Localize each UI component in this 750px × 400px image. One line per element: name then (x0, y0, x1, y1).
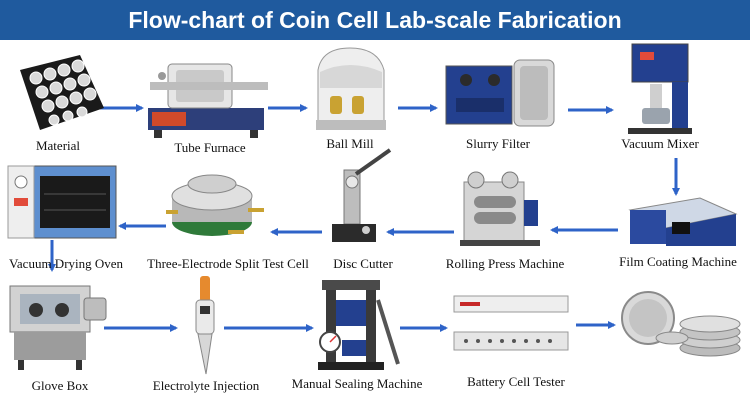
step-label: Material (35, 138, 81, 153)
step-label: Vacuum Mixer (621, 136, 699, 151)
step-label: Manual Sealing Machine (291, 376, 423, 391)
step-label: Disc Cutter (333, 256, 393, 271)
step-label: Slurry Filter (466, 136, 530, 151)
step-label: Battery Cell Tester (467, 374, 565, 389)
page-title: Flow-chart of Coin Cell Lab-scale Fabric… (128, 7, 622, 33)
step-label: Three-Electrode Split Test Cell (147, 256, 309, 271)
title-banner (0, 0, 750, 40)
step-label: Rolling Press Machine (445, 256, 565, 271)
step-label: Film Coating Machine (619, 254, 737, 269)
step-label: Vacuum Drying Oven (8, 256, 124, 271)
step-label: Tube Furnace (174, 140, 246, 155)
step-label: Ball Mill (326, 136, 374, 151)
step-label: Electrolyte Injection (152, 378, 260, 393)
step-label: Glove Box (31, 378, 89, 393)
